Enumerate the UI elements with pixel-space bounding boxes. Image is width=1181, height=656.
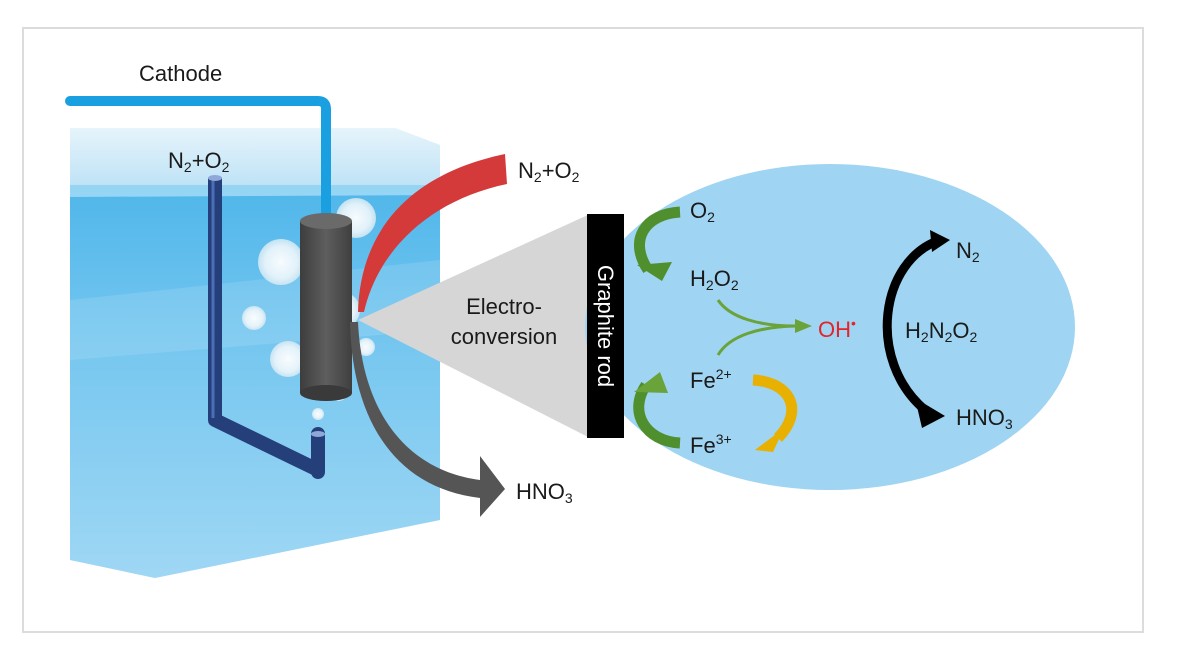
gas-in-o-sub: 2 — [571, 169, 580, 185]
h2o2-o-sub: 2 — [730, 277, 739, 293]
electro-line-1: Electro- — [466, 294, 542, 319]
fe3-label: Fe3+ — [690, 432, 732, 457]
cathode-label: Cathode — [139, 61, 223, 86]
h2n2o2-h-sub: 2 — [920, 329, 929, 345]
gas-inlet-tube — [208, 175, 325, 479]
h2o2-label: H2O2 — [690, 266, 739, 293]
h2n2o2-label: H2N2O2 — [905, 318, 978, 345]
inlet-gas-label: N2+O2 — [168, 148, 230, 175]
fenton-arrow — [716, 299, 812, 356]
hno3-out-label: HNO3 — [516, 479, 573, 506]
fe3-sup: 3+ — [715, 431, 732, 447]
graphite-rod-bar — [587, 214, 624, 438]
fe2-to-fe3-arrow — [752, 374, 798, 452]
gas-in-n-sub: 2 — [533, 169, 542, 185]
h2o2-h-sub: 2 — [705, 277, 714, 293]
hno3-out-text: HNO — [516, 479, 565, 504]
h2n2o2-o-sub: 2 — [969, 329, 978, 345]
fe3-text: Fe — [690, 433, 716, 458]
h2o2-o: O — [713, 266, 731, 291]
gas-in-label: N2+O2 — [518, 158, 580, 185]
inlet-n-sub: 2 — [183, 159, 192, 175]
hno3-out-sub: 3 — [564, 490, 573, 506]
n2-sub: 2 — [971, 249, 980, 265]
oh-radical-label: OH• — [818, 316, 856, 341]
gas-in-o: +O — [541, 158, 572, 183]
hno3-right-sub: 3 — [1004, 416, 1013, 432]
graphite-rod-label-box: Graphite rod — [585, 214, 625, 438]
o2-label: O2 — [690, 198, 715, 225]
hno3-right-text: HNO — [956, 405, 1005, 430]
h2n2o2-n: N — [928, 318, 945, 343]
water-tank — [70, 128, 440, 578]
o2-text: O — [690, 198, 708, 223]
n2-label: N2 — [956, 238, 980, 265]
hno3-right-label: HNO3 — [956, 405, 1013, 432]
inlet-o-sub: 2 — [221, 159, 230, 175]
inlet-n: N — [168, 148, 184, 173]
graphite-electrode — [300, 213, 352, 401]
h2n2o2-n-sub: 2 — [944, 329, 953, 345]
fe3-to-fe2-arrow — [633, 372, 681, 449]
gas-in-n: N — [518, 158, 534, 183]
fe2-sup: 2+ — [715, 366, 732, 382]
reaction-ellipse — [585, 164, 1075, 490]
h2n2o2-o: O — [952, 318, 970, 343]
gas-in-arrow — [358, 154, 507, 312]
graphite-rod-label: Graphite rod — [593, 264, 619, 388]
fe2-label: Fe2+ — [690, 367, 732, 392]
n2-text: N — [956, 238, 972, 263]
h2o2-h: H — [690, 266, 706, 291]
electroconversion-label: Electro- conversion — [418, 292, 590, 352]
oh-sup: • — [851, 315, 856, 331]
product-out-arrow — [350, 322, 505, 517]
electro-line-2: conversion — [450, 324, 558, 349]
n2-to-hno3-arrow — [882, 230, 950, 428]
h2n2o2-h: H — [905, 318, 921, 343]
zoom-cone — [358, 214, 590, 438]
o2-sub: 2 — [707, 209, 715, 225]
o2-to-h2o2-arrow — [634, 206, 681, 281]
oh-text: OH — [818, 317, 851, 342]
fe2-text: Fe — [690, 368, 716, 393]
inlet-o: +O — [191, 148, 222, 173]
cathode-wire — [65, 96, 331, 220]
